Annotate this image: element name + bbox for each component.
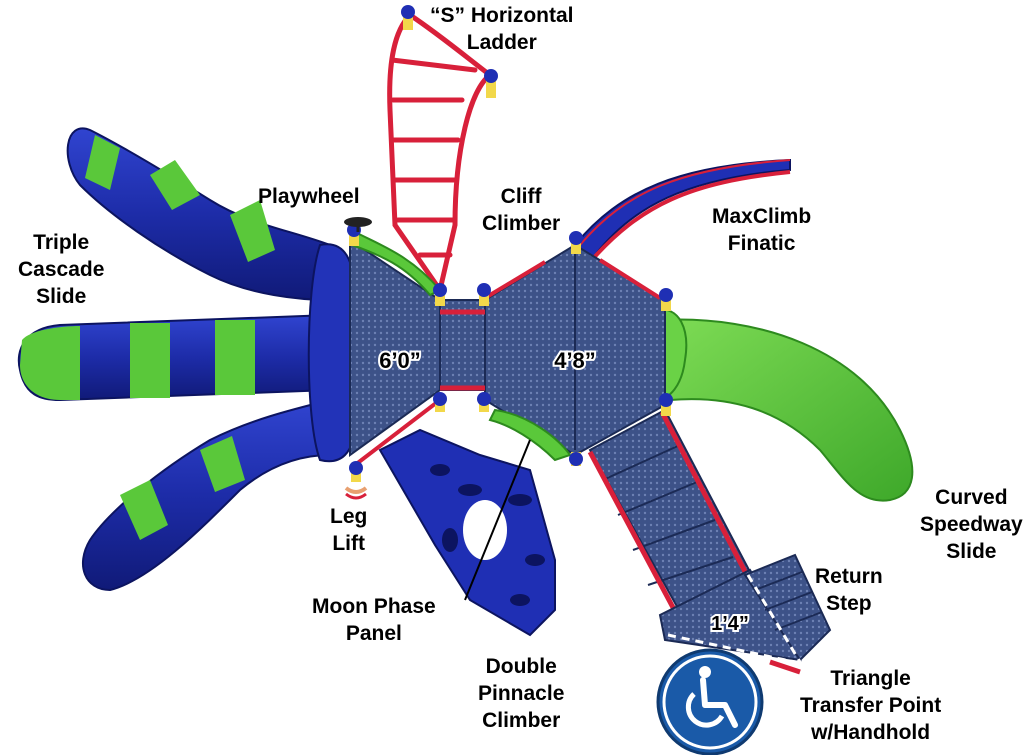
transfer-point [658, 553, 832, 675]
wheelchair-icon [656, 648, 764, 755]
label-double-pinnacle-climber: Double Pinnacle Climber [478, 655, 565, 732]
label-return-step: Return Step [815, 565, 883, 615]
deck-height-right: 4’8” [554, 348, 596, 373]
triple-cascade-slide [17, 127, 356, 592]
moon-phase-leader-line [464, 439, 531, 601]
leg-lift [344, 486, 368, 500]
maxclimb-finatic [573, 158, 791, 264]
s-horizontal-ladder [387, 12, 495, 293]
label-maxclimb-finatic: MaxClimb Finatic [712, 205, 812, 255]
label-s-horizontal-ladder: “S” Horizontal Ladder [430, 4, 574, 54]
ramp [587, 408, 772, 632]
label-triple-cascade-slide: Triple Cascade Slide [18, 231, 105, 308]
double-pinnacle-climber [378, 428, 556, 637]
label-leg-lift: Leg Lift [330, 505, 368, 555]
deck-height-left: 6’0” [379, 348, 421, 373]
playwheel [344, 217, 372, 232]
label-triangle-transfer-point: Triangle Transfer Point w/Handhold [800, 667, 942, 744]
decks [349, 230, 666, 467]
label-cliff-climber: Cliff Climber [482, 185, 561, 235]
label-curved-speedway-slide: Curved Speedway Slide [920, 486, 1023, 563]
deck-height-transfer: 1’4” [711, 613, 749, 635]
deck-posts [347, 223, 673, 482]
label-moon-phase-panel: Moon Phase Panel [312, 595, 436, 645]
label-playwheel: Playwheel [258, 185, 360, 208]
ladder-posts [401, 5, 498, 98]
